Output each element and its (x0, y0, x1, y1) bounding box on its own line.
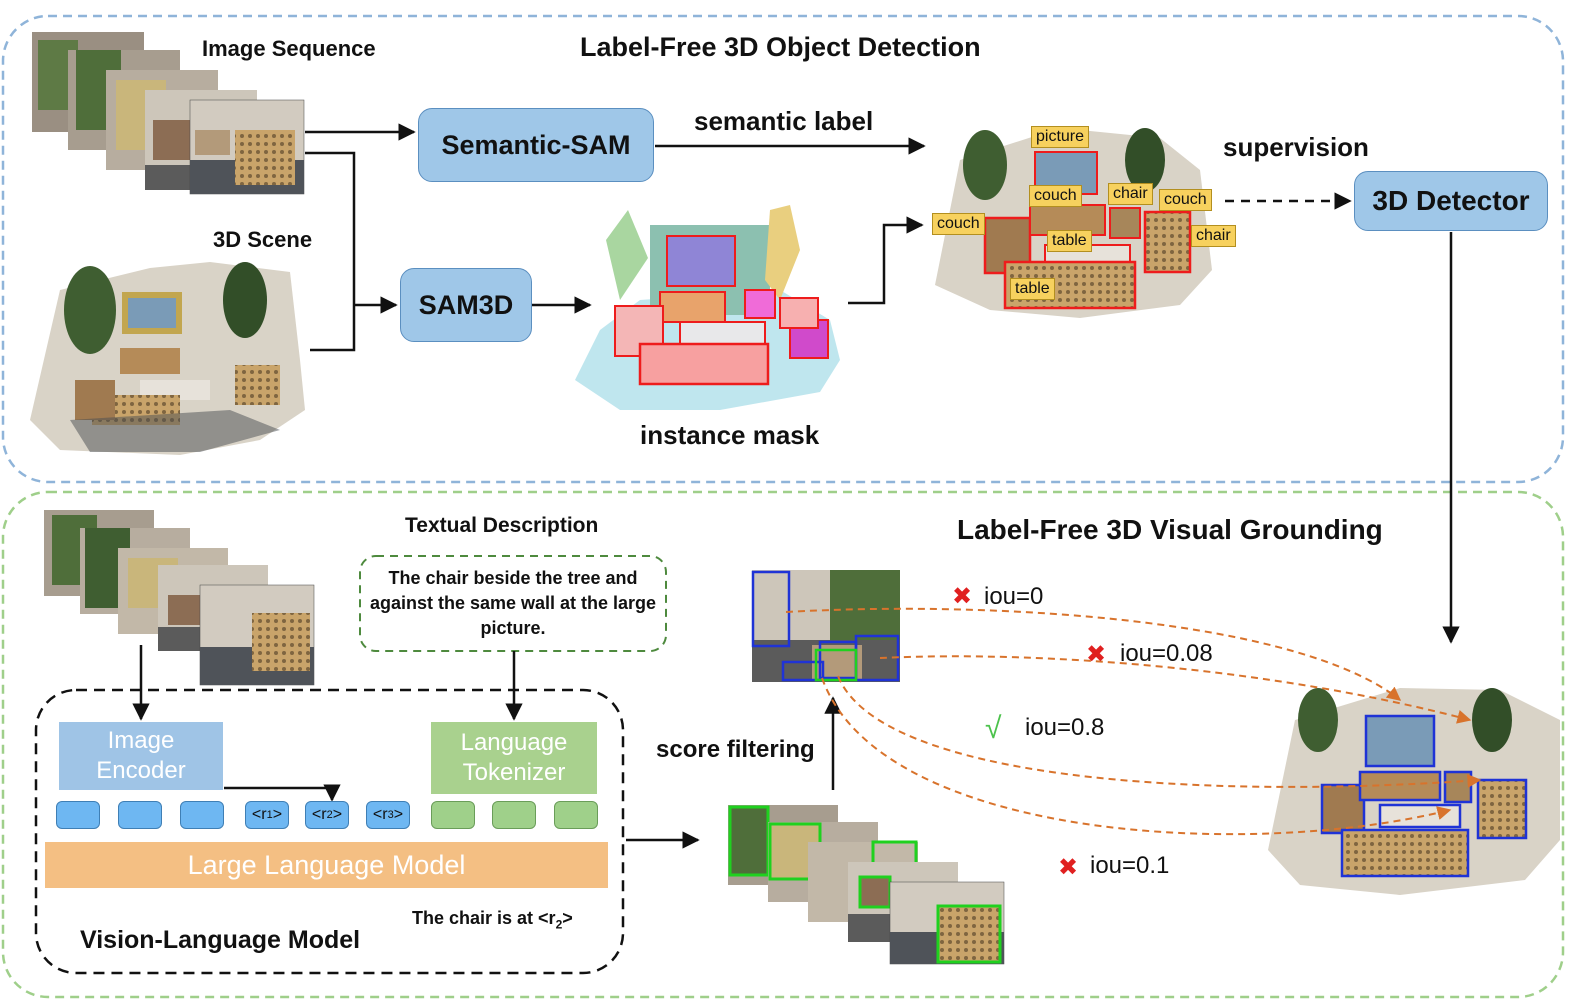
tag-table: table (1010, 278, 1055, 300)
accept-mark: √ (985, 712, 1002, 745)
tag-couch: couch (1159, 189, 1212, 211)
bottom-image-stack (44, 510, 315, 686)
iou-value: iou=0 (984, 583, 1044, 610)
grounding-scene (1268, 688, 1560, 895)
image-token (118, 801, 162, 829)
semantic-label-text: semantic label (694, 106, 874, 136)
region-token-suffix: > (393, 806, 404, 823)
language-tokenizer-node: Language Tokenizer (431, 722, 597, 794)
description-text: The chair beside the tree and against th… (369, 567, 657, 638)
vlm-box (34, 688, 625, 975)
tag-table: table (1047, 230, 1092, 252)
image-token (56, 801, 100, 829)
detector-node: 3D Detector (1354, 171, 1548, 231)
answer-suffix: > (562, 908, 573, 928)
image-sequence-stack (32, 32, 305, 195)
score-filtering-label: score filtering (656, 736, 815, 763)
scene-point-cloud (30, 262, 305, 455)
text-token (554, 801, 598, 829)
sam3d-node: SAM3D (400, 268, 532, 342)
answer-text: The chair is at <r2> (412, 908, 573, 932)
reject-mark: ✖ (1086, 641, 1107, 668)
top-panel (1, 14, 1565, 484)
supervision-label: supervision (1223, 132, 1369, 162)
tag-couch: couch (1029, 185, 1082, 207)
instance-mask-label: instance mask (640, 420, 820, 450)
llm-bar: Large Language Model (45, 842, 608, 888)
bottom-arrows (132, 645, 842, 849)
answer-prefix: The chair is at <r (412, 908, 556, 928)
region-token-prefix: <r (311, 806, 327, 823)
reject-mark: ✖ (952, 583, 973, 610)
tag-chair: chair (1108, 183, 1153, 205)
top-arrows (305, 123, 1460, 644)
filtered-frames (728, 805, 1005, 965)
detection-image (751, 570, 900, 682)
instance-mask-scene (575, 205, 840, 410)
answer-sub: 2 (555, 917, 563, 932)
region-token-suffix: > (332, 806, 343, 823)
vlm-label: Vision-Language Model (80, 926, 361, 954)
region-token-suffix: > (272, 806, 283, 823)
textual-description-label: Textual Description (405, 514, 599, 537)
bottom-title: Label-Free 3D Visual Grounding (957, 514, 1383, 545)
tag-chair: chair (1191, 225, 1236, 247)
semantic-sam-node: Semantic-SAM (418, 108, 654, 182)
tag-couch: couch (932, 213, 985, 235)
iou-value: iou=0.08 (1120, 640, 1213, 667)
region-token-prefix: <r (251, 806, 267, 823)
labeled-scene (935, 128, 1212, 318)
region-token-sub: 2 (326, 809, 333, 821)
region-token-sub: 1 (266, 809, 273, 821)
tag-picture: picture (1031, 126, 1090, 148)
region-token-prefix: <r (372, 806, 388, 823)
top-title: Label-Free 3D Object Detection (580, 32, 981, 62)
bottom-panel (1, 490, 1565, 999)
matching-curves (785, 607, 1482, 836)
image-token (180, 801, 224, 829)
iou-value: iou=0.1 (1090, 852, 1170, 879)
scene-label: 3D Scene (213, 227, 313, 252)
image-encoder-node: Image Encoder (59, 722, 223, 790)
region-token-sub: 3 (387, 809, 394, 821)
reject-mark: ✖ (1058, 854, 1079, 881)
iou-value: iou=0.8 (1025, 714, 1105, 741)
text-token (431, 801, 475, 829)
image-sequence-label: Image Sequence (202, 36, 376, 61)
text-token (492, 801, 536, 829)
